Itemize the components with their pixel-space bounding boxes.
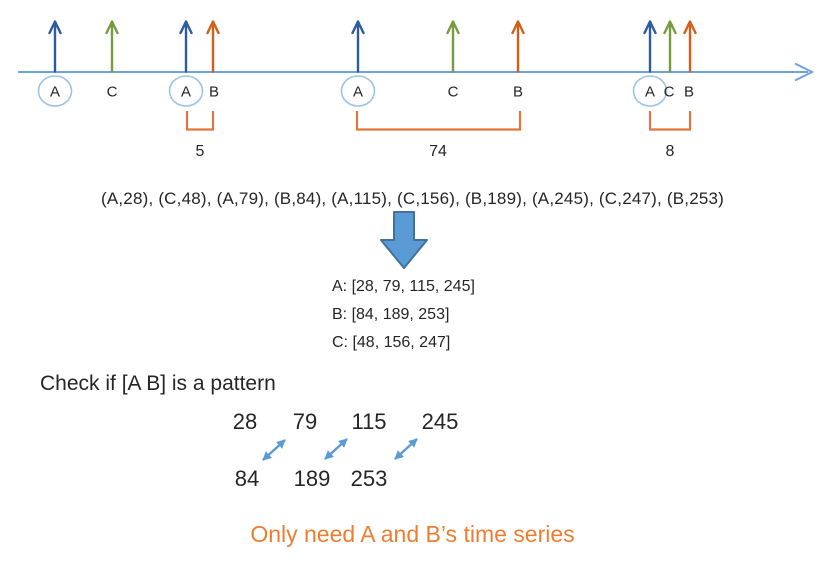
match-arrow-icon bbox=[262, 439, 286, 461]
pattern-b-value: 189 bbox=[293, 466, 331, 491]
pattern-a-value: 79 bbox=[292, 409, 318, 434]
pattern-check-title: Check if [A B] is a pattern bbox=[40, 372, 276, 395]
event-label: A bbox=[645, 84, 655, 101]
event-c-arrow bbox=[663, 20, 677, 73]
a-circle bbox=[340, 75, 376, 107]
series-lists: A: [28, 79, 115, 245] B: [84, 189, 253] … bbox=[332, 273, 475, 357]
series-list-c: C: [48, 156, 247] bbox=[332, 334, 451, 351]
interval-bracket bbox=[185, 111, 215, 131]
event-labels: A C A B A C B A C B bbox=[50, 84, 694, 101]
a-circle bbox=[168, 75, 204, 107]
time-axis-arrowhead bbox=[794, 62, 815, 82]
match-arrow-icon bbox=[394, 438, 418, 460]
event-sequence-text: (A,28), (C,48), (A,79), (B,84), (A,115),… bbox=[100, 189, 725, 208]
event-b-arrow bbox=[511, 20, 525, 73]
event-b-arrow bbox=[206, 20, 220, 73]
event-label: A bbox=[50, 84, 60, 101]
pattern-a-value: 245 bbox=[421, 409, 459, 434]
event-label: C bbox=[448, 84, 459, 101]
interval-bracket bbox=[648, 111, 692, 131]
a-circle bbox=[632, 75, 668, 107]
event-label: B bbox=[684, 84, 694, 101]
flow-down-arrow-icon bbox=[380, 211, 428, 269]
match-arrow-icon bbox=[324, 438, 348, 460]
series-list-a: A: [28, 79, 115, 245] bbox=[332, 278, 475, 295]
pattern-a-value: 28 bbox=[232, 409, 258, 434]
event-label: A bbox=[181, 84, 191, 101]
footnote-text: Only need A and B’s time series bbox=[250, 521, 575, 547]
match-arrows bbox=[262, 438, 418, 461]
event-a-arrow bbox=[643, 20, 657, 73]
event-a-arrow bbox=[179, 20, 193, 73]
interval-label: 74 bbox=[429, 143, 447, 160]
interval-bracket bbox=[355, 111, 522, 131]
interval-label: 8 bbox=[666, 143, 675, 160]
event-b-arrow bbox=[683, 20, 697, 73]
event-c-arrow bbox=[446, 20, 460, 73]
event-label: A bbox=[353, 84, 363, 101]
pattern-b-value: 253 bbox=[350, 466, 388, 491]
event-label: B bbox=[513, 84, 523, 101]
event-c-arrow bbox=[105, 20, 119, 73]
event-label: C bbox=[107, 84, 118, 101]
series-list-b: B: [84, 189, 253] bbox=[332, 306, 450, 323]
event-arrows bbox=[48, 20, 697, 73]
pattern-b-value: 84 bbox=[234, 466, 260, 491]
event-label: C bbox=[664, 84, 675, 101]
interval-label: 5 bbox=[196, 143, 205, 160]
event-a-arrow bbox=[48, 20, 62, 73]
interval-labels: 5 74 8 bbox=[196, 143, 675, 160]
pattern-a-value: 115 bbox=[351, 409, 387, 434]
event-a-arrow bbox=[351, 20, 365, 73]
interval-brackets bbox=[185, 111, 692, 131]
event-label: B bbox=[209, 84, 219, 101]
a-highlight-circles bbox=[37, 75, 668, 107]
a-circle bbox=[37, 75, 73, 107]
time-axis bbox=[18, 62, 815, 82]
